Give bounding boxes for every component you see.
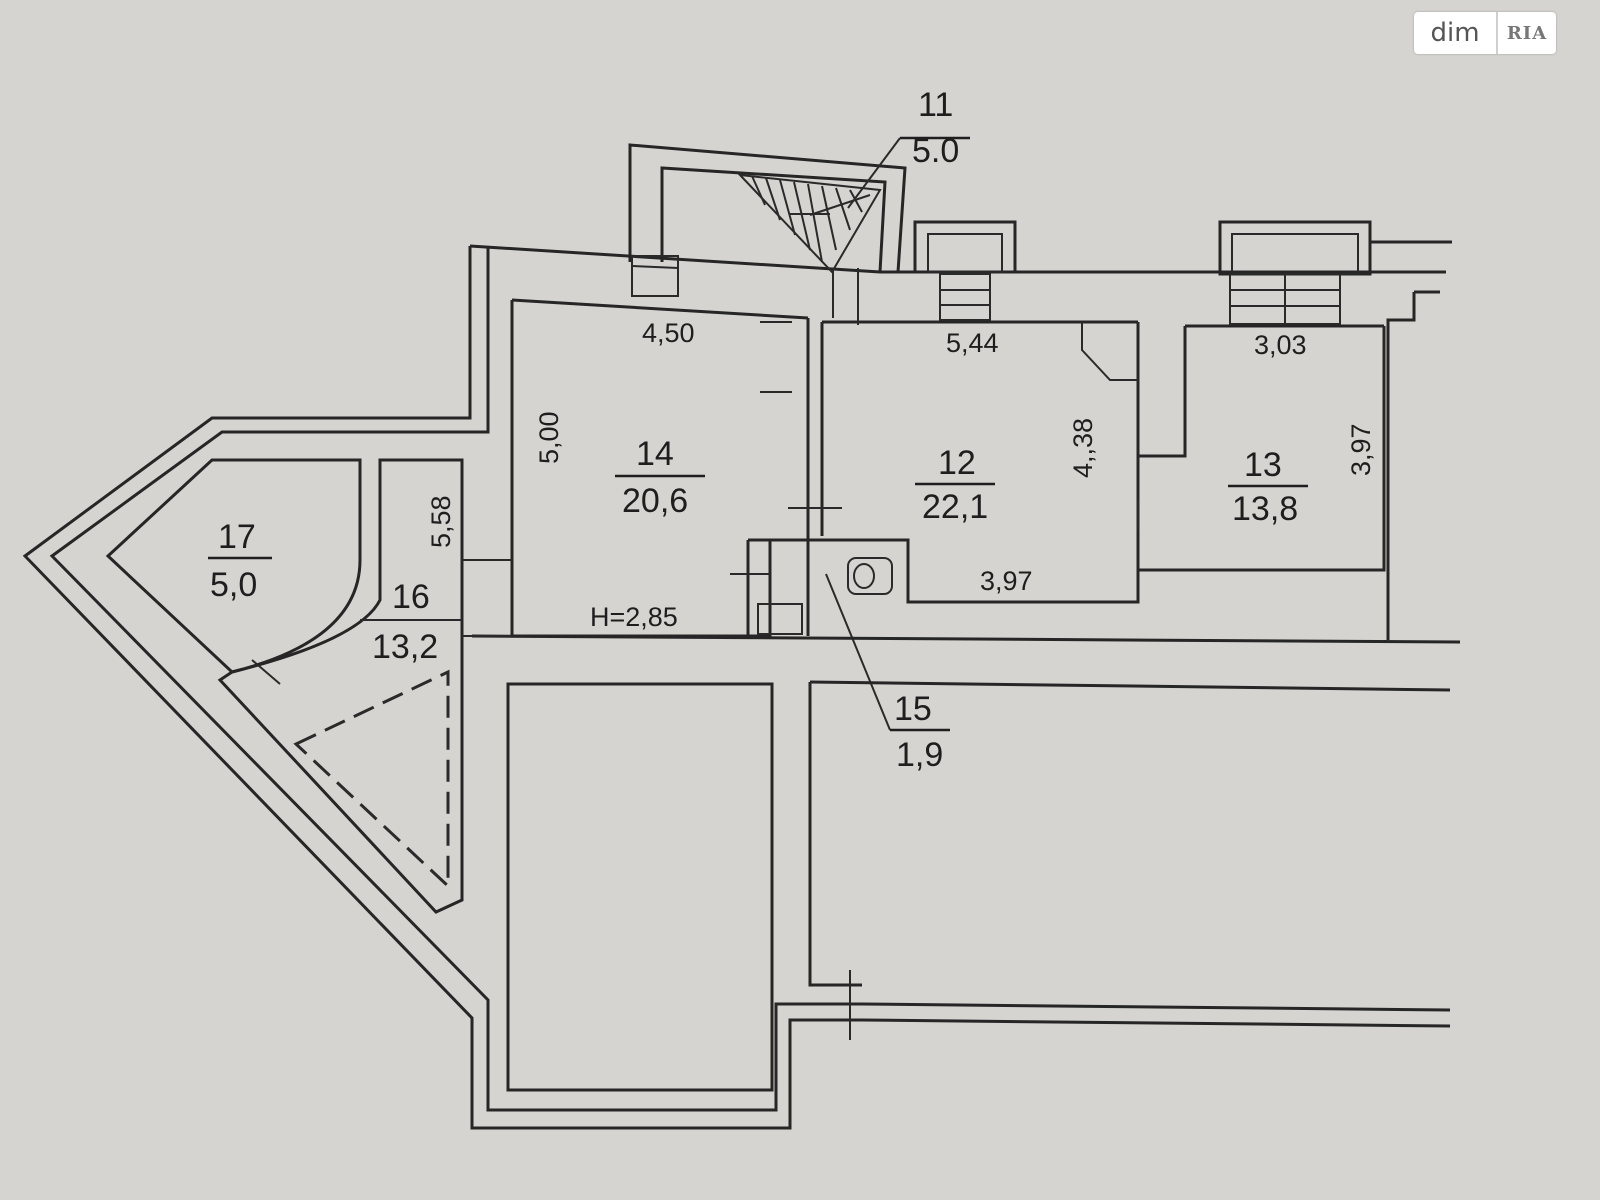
room14-area: 20,6: [622, 482, 688, 520]
watermark-ria-logo: RIA: [1506, 22, 1548, 44]
room13-area: 13,8: [1232, 490, 1298, 528]
door-ticks: [251, 321, 1139, 1040]
room16-dashed-outline: [293, 669, 450, 890]
toilet-fixture: [847, 557, 893, 595]
room12-number: 12: [938, 444, 976, 482]
room15-leader: [825, 573, 891, 731]
room17-area: 5,0: [210, 566, 257, 604]
room15-area: 1,9: [896, 736, 943, 774]
room12-corner-chamfer: [1081, 322, 1138, 381]
inner-wall-outline: [49, 246, 862, 1112]
room13-number: 13: [1244, 446, 1282, 484]
room16-walls: [217, 458, 464, 914]
lower-room-walls: [808, 682, 862, 987]
room11-area: 5.0: [912, 132, 959, 170]
window-box-2: [1218, 220, 1372, 276]
room14-depth-dim: 5,00: [534, 411, 564, 464]
top-wall-inner: [511, 298, 1384, 328]
stair-treads: [751, 175, 871, 263]
room11-leader: [847, 137, 901, 209]
watermark-dim-text: dim: [1414, 12, 1498, 54]
room12-depth-dim: 4,,38: [1068, 418, 1098, 478]
room13-width-dim: 3,03: [1254, 330, 1307, 360]
room16-area: 13,2: [372, 628, 438, 666]
room12-area: 22,1: [922, 488, 988, 526]
window-box-1: [913, 220, 1017, 274]
sink-fixture: [757, 603, 803, 635]
room15-walls: [746, 540, 810, 636]
room13-walls: [1138, 326, 1386, 572]
room14-number: 14: [636, 435, 674, 473]
corridor-lines: [471, 634, 1461, 1028]
window-box-1-inner: [927, 233, 1003, 273]
dimria-watermark: dim RIA: [1414, 12, 1556, 54]
window-openings: [631, 255, 1341, 325]
room16-number: 16: [392, 578, 430, 616]
stair-flight: [737, 173, 882, 274]
room13-depth-dim: 3,97: [1346, 423, 1376, 476]
room12-width-dim: 5,44: [946, 328, 999, 358]
room16-partition: [360, 559, 512, 637]
right-ledge: [1370, 240, 1452, 640]
stair-enclosure: [628, 143, 907, 273]
room17-number: 17: [218, 518, 256, 556]
window-box-2-inner: [1231, 233, 1359, 275]
room14-width-dim: 4,50: [642, 318, 695, 348]
toilet-bowl: [853, 563, 875, 589]
ceiling-height-label: H=2,85: [590, 602, 678, 632]
outer-wall-outline: [22, 246, 862, 1130]
stairwell-box: [506, 682, 774, 1092]
room16-depth-dim: 5,58: [426, 495, 456, 548]
room12-bottom-dim: 3,97: [980, 566, 1033, 596]
top-wall: [469, 244, 1446, 274]
room15-number: 15: [894, 690, 932, 728]
room11-number: 11: [918, 86, 953, 124]
